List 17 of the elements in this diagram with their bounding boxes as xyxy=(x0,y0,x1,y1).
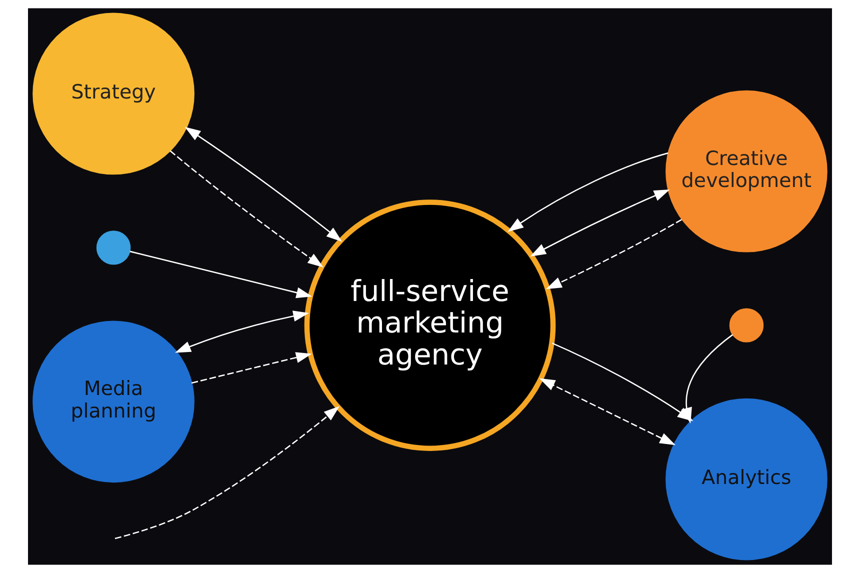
arrow xyxy=(530,189,670,256)
arrow xyxy=(175,310,310,353)
arrow xyxy=(191,352,312,384)
arrow xyxy=(170,150,324,268)
node-circle: Creative development xyxy=(666,90,828,252)
node-circle: Analytics xyxy=(666,398,828,560)
node-circle: Strategy xyxy=(32,12,194,175)
arrow xyxy=(508,152,668,232)
arrow xyxy=(681,334,734,424)
arrow xyxy=(130,250,312,298)
node-circle xyxy=(729,308,764,342)
node-circle xyxy=(96,230,131,265)
arrow xyxy=(184,126,342,242)
arrow xyxy=(546,218,682,290)
arrow xyxy=(114,406,340,540)
node-circle: Media planning xyxy=(32,320,194,483)
arrow xyxy=(539,378,676,446)
